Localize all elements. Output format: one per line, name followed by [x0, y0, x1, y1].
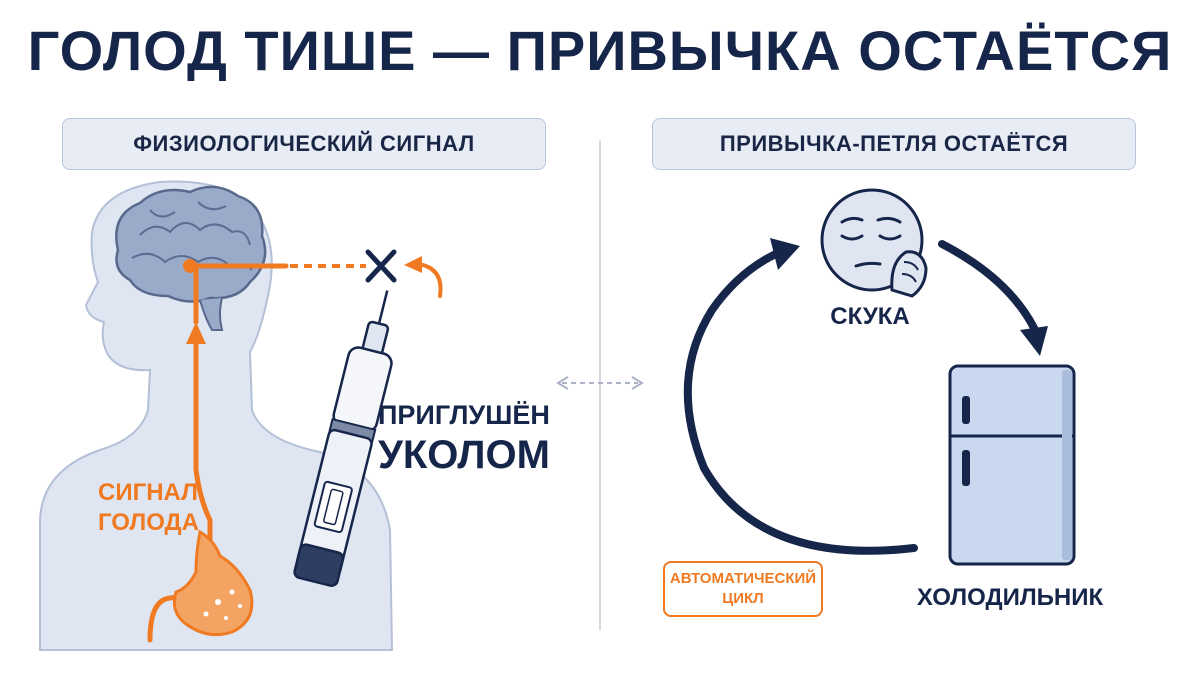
cycle-line-2: ЦИКЛ: [722, 590, 764, 607]
automatic-cycle-badge: АВТОМАТИЧЕСКИЙ ЦИКЛ: [663, 561, 823, 617]
bored-face-icon: [820, 188, 928, 298]
muted-by-injection-label: ПРИГЛУШЁН УКОЛОМ: [378, 398, 578, 478]
cycle-arrow-icon: [683, 238, 1048, 555]
muted-line-2: УКОЛОМ: [378, 433, 550, 477]
panel-divider: [599, 140, 601, 630]
right-panel-label: ПРИВЫЧКА-ПЕТЛЯ ОСТАЁТСЯ: [652, 118, 1136, 170]
block-arrow-icon: [404, 256, 443, 298]
hunger-signal-label: СИГНАЛ ГОЛОДА: [98, 479, 199, 536]
page-title: ГОЛОД ТИШЕ — ПРИВЫЧКА ОСТАЁТСЯ: [27, 19, 1173, 82]
compare-arrow-icon: [556, 376, 644, 390]
syringe-pen-icon: [293, 290, 393, 587]
brain-icon: [115, 185, 267, 331]
muted-line-1: ПРИГЛУШЁН: [378, 400, 550, 430]
stomach-icon: [172, 529, 254, 637]
fridge-icon: [948, 364, 1076, 566]
cycle-line-1: АВТОМАТИЧЕСКИЙ: [669, 570, 817, 587]
boredom-label: СКУКА: [830, 303, 910, 330]
block-x-icon: [365, 249, 397, 283]
fridge-label: ХОЛОДИЛЬНИК: [916, 584, 1104, 611]
left-panel-label: ФИЗИОЛОГИЧЕСКИЙ СИГНАЛ: [62, 118, 546, 170]
